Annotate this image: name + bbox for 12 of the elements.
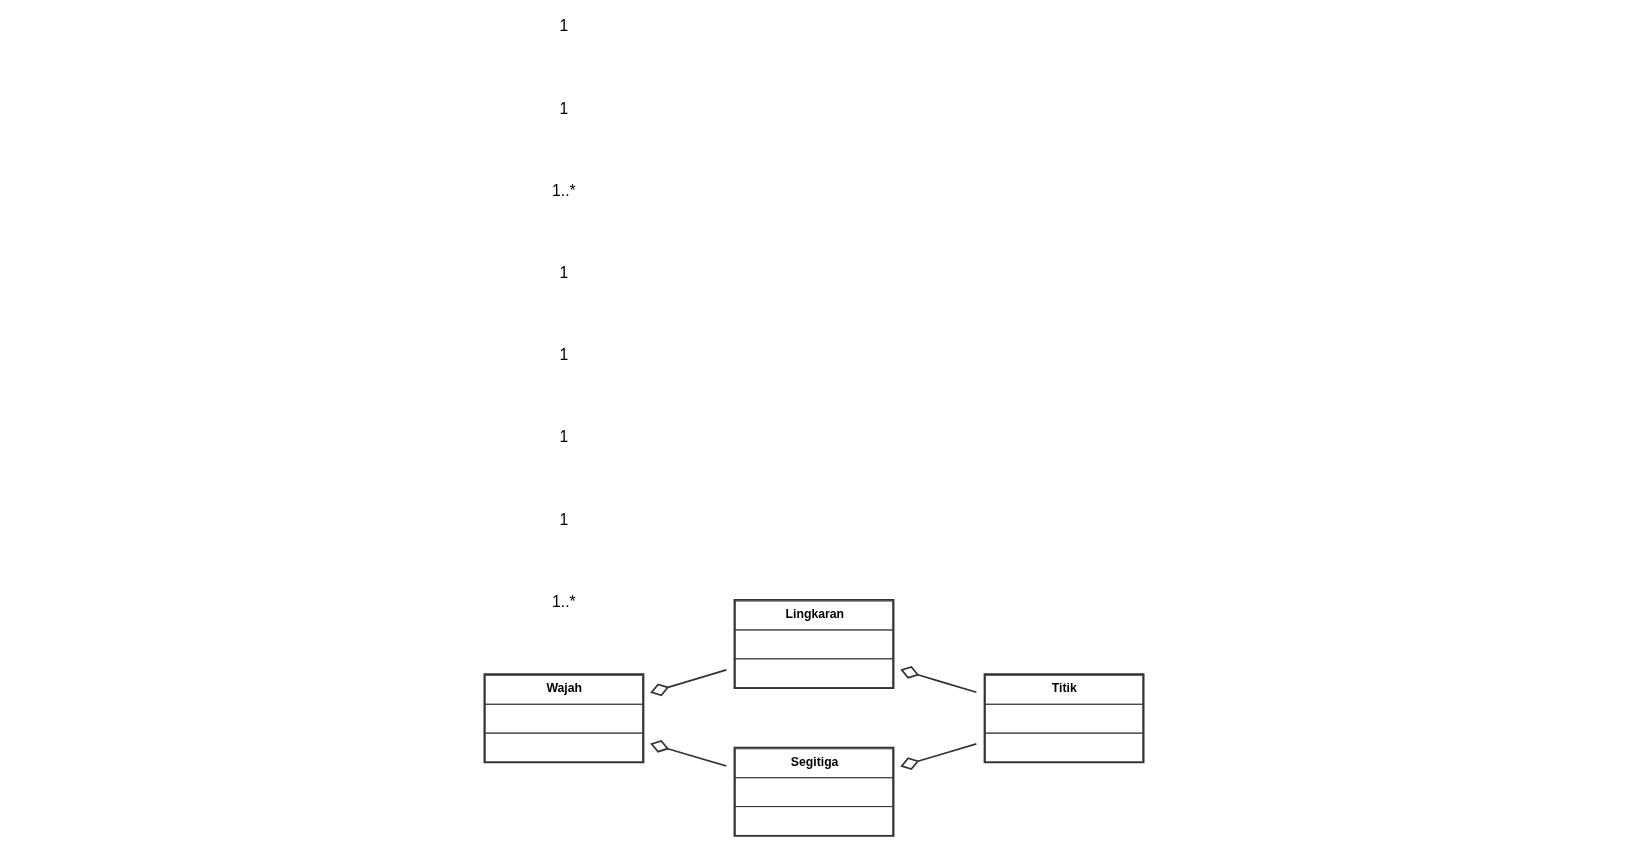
label: 1..* — [551, 592, 576, 610]
label: 1..* — [551, 181, 576, 199]
connector — [649, 669, 727, 697]
label: 1 — [559, 510, 568, 528]
label: 1 — [559, 428, 568, 446]
label: 1 — [559, 346, 568, 364]
label: 1 — [559, 263, 568, 281]
label: 1 — [559, 17, 568, 35]
connector — [649, 739, 727, 767]
connector — [899, 743, 977, 770]
label: 1 — [559, 99, 568, 117]
connector — [899, 665, 977, 694]
